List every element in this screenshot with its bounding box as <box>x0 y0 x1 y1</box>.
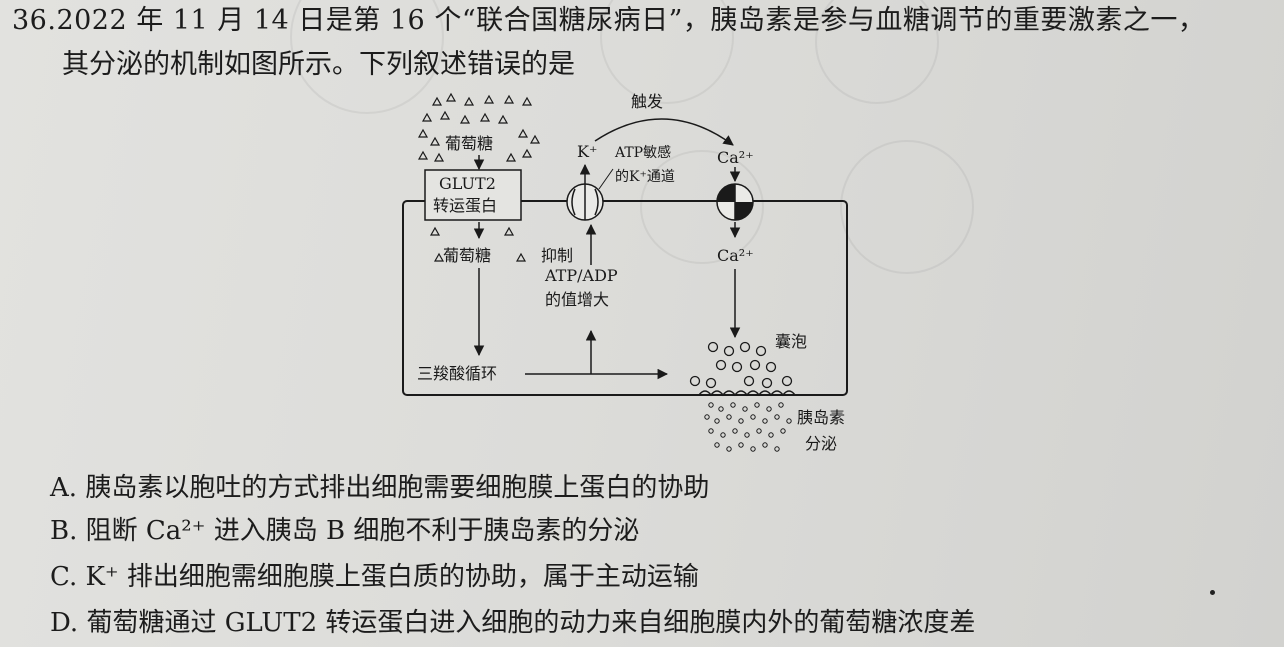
trigger-label: 触发 <box>631 92 663 111</box>
question-stem-line-2: 其分泌的机制如图所示。下列叙述错误的是 <box>62 49 575 80</box>
bleed-through-circle <box>840 140 974 274</box>
option-c-text: K⁺ 排出细胞需细胞膜上蛋白质的协助，属于主动运输 <box>85 562 699 592</box>
glucose-molecules-inside <box>429 226 527 262</box>
option-b-text: 阻断 Ca²⁺ 进入胰岛 B 细胞不利于胰岛素的分泌 <box>85 516 640 546</box>
tca-cycle-label: 三羧酸循环 <box>417 364 497 383</box>
glucose-outside-label: 葡萄糖 <box>445 134 493 153</box>
k-channel-sublabel: 的K⁺通道 <box>615 169 675 185</box>
vesicle-label: 囊泡 <box>775 332 807 351</box>
option-d-text: 葡萄糖通过 GLUT2 转运蛋白进入细胞的动力来自细胞膜内外的葡萄糖浓度差 <box>86 608 976 638</box>
insulin-label: 胰岛素 <box>797 408 845 427</box>
bleed-through-circle <box>640 150 764 264</box>
glut2-transporter <box>424 169 522 221</box>
question-number: 36. <box>12 5 57 36</box>
insulin-granules <box>704 402 792 452</box>
ca-inside-label: Ca²⁺ <box>717 246 754 265</box>
option-a-text: 胰岛素以胞吐的方式排出细胞需要细胞膜上蛋白的协助 <box>85 473 710 503</box>
option-a[interactable]: A. 胰岛素以胞吐的方式排出细胞需要细胞膜上蛋白的协助 <box>50 470 709 506</box>
k-atp-channel <box>566 183 604 221</box>
option-c-label: C. <box>50 562 78 592</box>
option-c[interactable]: C. K⁺ 排出细胞需细胞膜上蛋白质的协助，属于主动运输 <box>50 559 699 595</box>
trigger-arc-arrow <box>594 118 734 146</box>
option-a-label: A. <box>50 473 78 503</box>
vesicles <box>689 341 793 389</box>
inhibit-label: 抑制 <box>541 246 573 265</box>
question-stem-line-1: 36.2022 年 11 月 14 日是第 16 个“联合国糖尿病日”，胰岛素是… <box>12 0 1205 42</box>
k-channel-pointer <box>598 168 614 190</box>
cell-membrane <box>402 200 848 396</box>
atp-adp-ratio-label: ATP/ADP <box>544 266 618 285</box>
question-stem-text: 2022 年 11 月 14 日是第 16 个“联合国糖尿病日”，胰岛素是参与血… <box>56 5 1206 36</box>
glut2-label: GLUT2 <box>439 174 496 193</box>
option-d[interactable]: D. 葡萄糖通过 GLUT2 转运蛋白进入细胞的动力来自细胞膜内外的葡萄糖浓度差 <box>50 605 975 641</box>
bleed-through-circle <box>815 0 939 104</box>
secretion-label: 分泌 <box>805 434 837 453</box>
exocytosis-membrane <box>698 390 796 397</box>
option-d-label: D. <box>50 608 79 638</box>
insulin-secretion-diagram: 葡萄糖 GLUT2 转运蛋白 葡萄糖 三羧酸循环 ATP/ADP 的值增大 抑制… <box>402 92 848 453</box>
atp-adp-ratio-sublabel: 的值增大 <box>545 290 609 309</box>
option-b-label: B. <box>50 516 78 546</box>
glut2-sublabel: 转运蛋白 <box>433 196 497 215</box>
k-ion-label: K⁺ <box>577 142 597 161</box>
ca-outside-label: Ca²⁺ <box>717 148 754 167</box>
calcium-channel <box>716 183 754 221</box>
option-b[interactable]: B. 阻断 Ca²⁺ 进入胰岛 B 细胞不利于胰岛素的分泌 <box>50 513 639 549</box>
pencil-dot-mark <box>1210 590 1215 595</box>
glucose-molecules-outside <box>417 92 541 162</box>
glucose-inside-label: 葡萄糖 <box>443 246 491 265</box>
k-channel-label: ATP敏感 <box>614 144 671 161</box>
